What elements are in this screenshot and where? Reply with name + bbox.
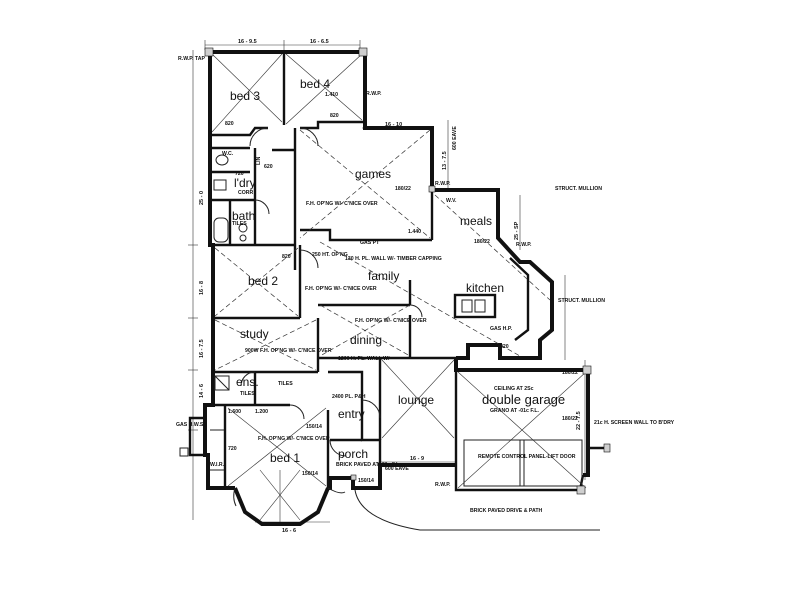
opening-1600-bed1: 1.600: [228, 409, 241, 415]
room-bed-2: bed 2: [248, 274, 278, 288]
dimension-lines: [188, 40, 586, 523]
note-lintel-garage-mid: 180/22: [562, 416, 578, 422]
room-ensuite: ens.: [236, 375, 259, 389]
note-linen: LIN: [256, 156, 262, 165]
note-rwp-games: R.W.P.: [435, 181, 451, 187]
dim-lounge-bottom: 16 - 9: [410, 456, 424, 462]
note-tiles-ens-2: TILES: [240, 391, 255, 397]
note-wv: W.V.: [446, 198, 457, 204]
note-porch-paved: BRICK PAVED AT -01c F.L.: [336, 462, 401, 468]
note-tiles-ens: TILES: [278, 381, 293, 387]
opening-1440-meals: 1.440: [408, 229, 421, 235]
note-rwp-meals: R.W.P.: [516, 242, 532, 248]
ceiling-lines: [211, 53, 587, 522]
dim-bottom-bay: 16 - 6: [282, 528, 296, 534]
room-lounge: lounge: [398, 393, 434, 407]
dim-meals-side: 25 - SP: [514, 221, 520, 240]
dim-left-study: 16 - 7.5: [199, 339, 205, 358]
note-lintel-meals: 180/22: [474, 239, 490, 245]
room-wir: W.I.R.: [210, 462, 225, 468]
dimension-labels: 16 - 9.5 16 - 6.5 16 - 10 25 - 0 16 - 8 …: [199, 39, 582, 534]
note-entry-pl: 2400 PL. P&H: [332, 394, 366, 400]
opening-820-kitchen: 820: [500, 344, 509, 350]
dim-games-top: 16 - 10: [385, 122, 402, 128]
room-laundry: l'dry: [234, 176, 256, 190]
note-struct-mullion-kitchen: STRUCT. MULLION: [558, 298, 605, 304]
note-corr: CORR: [238, 190, 254, 196]
room-study: study: [240, 327, 269, 341]
note-ceiling-garage: CEILING AT 2Sc: [494, 386, 534, 392]
room-bath: bath: [232, 209, 255, 223]
room-family: family: [368, 269, 399, 283]
note-dining-pl-wall: 1200 H. PL. WALL W/: [338, 356, 390, 362]
room-wc: W.C.: [222, 151, 234, 157]
opening-820-bed2: 820: [282, 254, 291, 260]
room-bed-4: bed 4: [300, 77, 330, 91]
room-bed-3: bed 3: [230, 89, 260, 103]
note-lintel-bed1: 150/14: [306, 424, 322, 430]
note-eave-600-lounge: 600 EAVE: [385, 466, 409, 472]
room-entry: entry: [338, 407, 365, 421]
dim-left-ens: 14 - 6: [199, 384, 205, 398]
room-labels: bed 3 bed 4 games W.C. l'dry bath meals …: [210, 77, 565, 468]
note-study-opening: 900W F.H. OP'NG W/- C'NICE OVER: [245, 348, 332, 354]
room-meals: meals: [460, 214, 492, 228]
note-garage-floor: GRANO AT -01c F.L.: [490, 408, 540, 414]
note-gas-hws: GAS H.W.S.: [176, 422, 205, 428]
dim-top-right: 16 - 6.5: [310, 39, 329, 45]
fixtures: [179, 47, 611, 531]
dim-top-left: 16 - 9.5: [238, 39, 257, 45]
opening-720-ldry: 720: [235, 171, 244, 177]
note-rwp-top: R.W.P.: [366, 91, 382, 97]
construction-notes: R.W.P. TAP R.W.P. 600 EAVE R.W.P. STRUCT…: [176, 56, 675, 514]
dim-left-bed2: 16 - 8: [199, 281, 205, 295]
note-rwp-lounge: R.W.P.: [435, 482, 451, 488]
note-lintel-games: 180/22: [395, 186, 411, 192]
dim-right-side: 22 - 7.5: [576, 411, 582, 430]
note-driveway: BRICK PAVED DRIVE & PATH: [470, 508, 542, 514]
note-lintel-porch: 150/14: [302, 471, 318, 477]
note-pl-wall: 130 H. PL. WALL W/- TIMBER CAPPING: [345, 256, 442, 262]
note-bed2-opening: F.H. OP'NG W/- C'NICE OVER: [305, 286, 377, 292]
interior-walls: [210, 52, 530, 488]
opening-720-wir: 720: [228, 446, 237, 452]
room-double-garage: double garage: [482, 392, 565, 407]
dim-games-side: 13 - 7.5: [442, 151, 448, 170]
note-lintel-garage-top: 180/22: [562, 370, 578, 376]
room-games: games: [355, 167, 391, 181]
room-dining: dining: [350, 333, 382, 347]
note-remote-door: REMOTE CONTROL PANEL-LIFT DOOR: [478, 454, 576, 460]
dim-left-upper: 25 - 0: [199, 191, 205, 205]
note-rwp-tap: R.W.P. TAP: [178, 56, 205, 62]
note-ht-opening: 250 HT. OP'NG: [312, 252, 348, 258]
opening-820-bed4: 820: [330, 113, 339, 119]
note-eave-600: 600 EAVE: [452, 126, 458, 150]
opening-1410-bed4: 1.410: [325, 92, 338, 98]
opening-1200-bed1: 1.200: [255, 409, 268, 415]
note-lintel-entry: 150/14: [358, 478, 374, 484]
note-tiles-bath: TILES: [232, 221, 247, 227]
room-kitchen: kitchen: [466, 281, 504, 295]
note-bed1-opening: F.H. OP'NG W/- C'NICE OVER: [258, 436, 330, 442]
note-gas-hp: GAS H.P.: [490, 326, 513, 332]
note-gas-pt: GAS PT: [360, 240, 380, 246]
note-struct-mullion-top: STRUCT. MULLION: [555, 186, 602, 192]
room-bed-1: bed 1: [270, 451, 300, 465]
note-screen-wall: 21c H. SCREEN WALL TO B'DRY: [594, 420, 675, 426]
opening-820-bed3: 820: [225, 121, 234, 127]
note-family-opening: F.H. OP'NG W/- C'NICE OVER: [355, 318, 427, 324]
note-games-opening: F.H. OP'NG W/- C'NICE OVER: [306, 201, 378, 207]
opening-620-linen: 620: [264, 164, 273, 170]
room-porch: porch: [338, 447, 368, 461]
